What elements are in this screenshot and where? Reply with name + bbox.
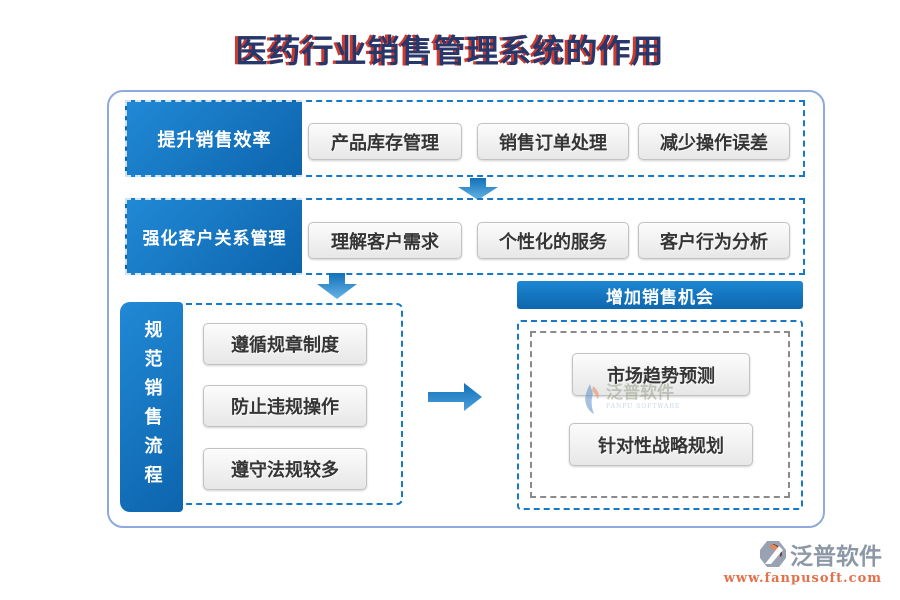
item-reduce-errors: 减少操作误差 <box>638 123 790 160</box>
section-sales-process-label: 规范销售流程 <box>120 302 183 512</box>
footer-url: www.fanpusoft.com <box>723 571 882 586</box>
footer-brand: 泛普软件 www.fanpusoft.com <box>724 537 882 586</box>
item-prevent-violation: 防止违规操作 <box>203 385 367 427</box>
arrow-down-icon <box>317 273 357 299</box>
item-customer-behavior: 客户行为分析 <box>638 222 790 259</box>
fanpu-watermark-icon <box>585 384 599 414</box>
footer-brand-name: 泛普软件 <box>790 544 882 570</box>
item-market-trend: 市场趋势预测 <box>572 353 750 396</box>
diagram-frame <box>107 90 825 528</box>
section-sales-opportunity-group <box>517 320 803 510</box>
row-sales-efficiency-label: 提升销售效率 <box>125 100 302 177</box>
row-customer-relation-label: 强化客户关系管理 <box>125 198 302 275</box>
item-sales-order: 销售订单处理 <box>477 123 629 160</box>
watermark-subtitle: FANPU SOFTWARE <box>606 402 681 410</box>
watermark-name: 泛普软件 <box>606 383 674 403</box>
section-sales-opportunity-header: 增加销售机会 <box>517 281 803 309</box>
item-personalized-service: 个性化的服务 <box>477 222 629 259</box>
item-understand-needs: 理解客户需求 <box>308 222 462 259</box>
item-follow-rules: 遵循规章制度 <box>203 323 367 365</box>
item-comply-laws: 遵守法规较多 <box>203 448 367 490</box>
arrow-right-icon <box>428 383 482 411</box>
page-title: 医药行业销售管理系统的作用 <box>235 32 665 70</box>
item-product-inventory: 产品库存管理 <box>308 123 462 160</box>
watermark: 泛普软件 FANPU SOFTWARE <box>584 384 694 414</box>
arrow-down-icon <box>458 178 498 200</box>
fanpu-logo-icon <box>760 541 786 567</box>
sales-process-vertical-text: 规范销售流程 <box>141 320 163 494</box>
item-strategic-planning: 针对性战略规划 <box>569 423 753 466</box>
sales-opportunity-inner-box <box>530 331 790 498</box>
